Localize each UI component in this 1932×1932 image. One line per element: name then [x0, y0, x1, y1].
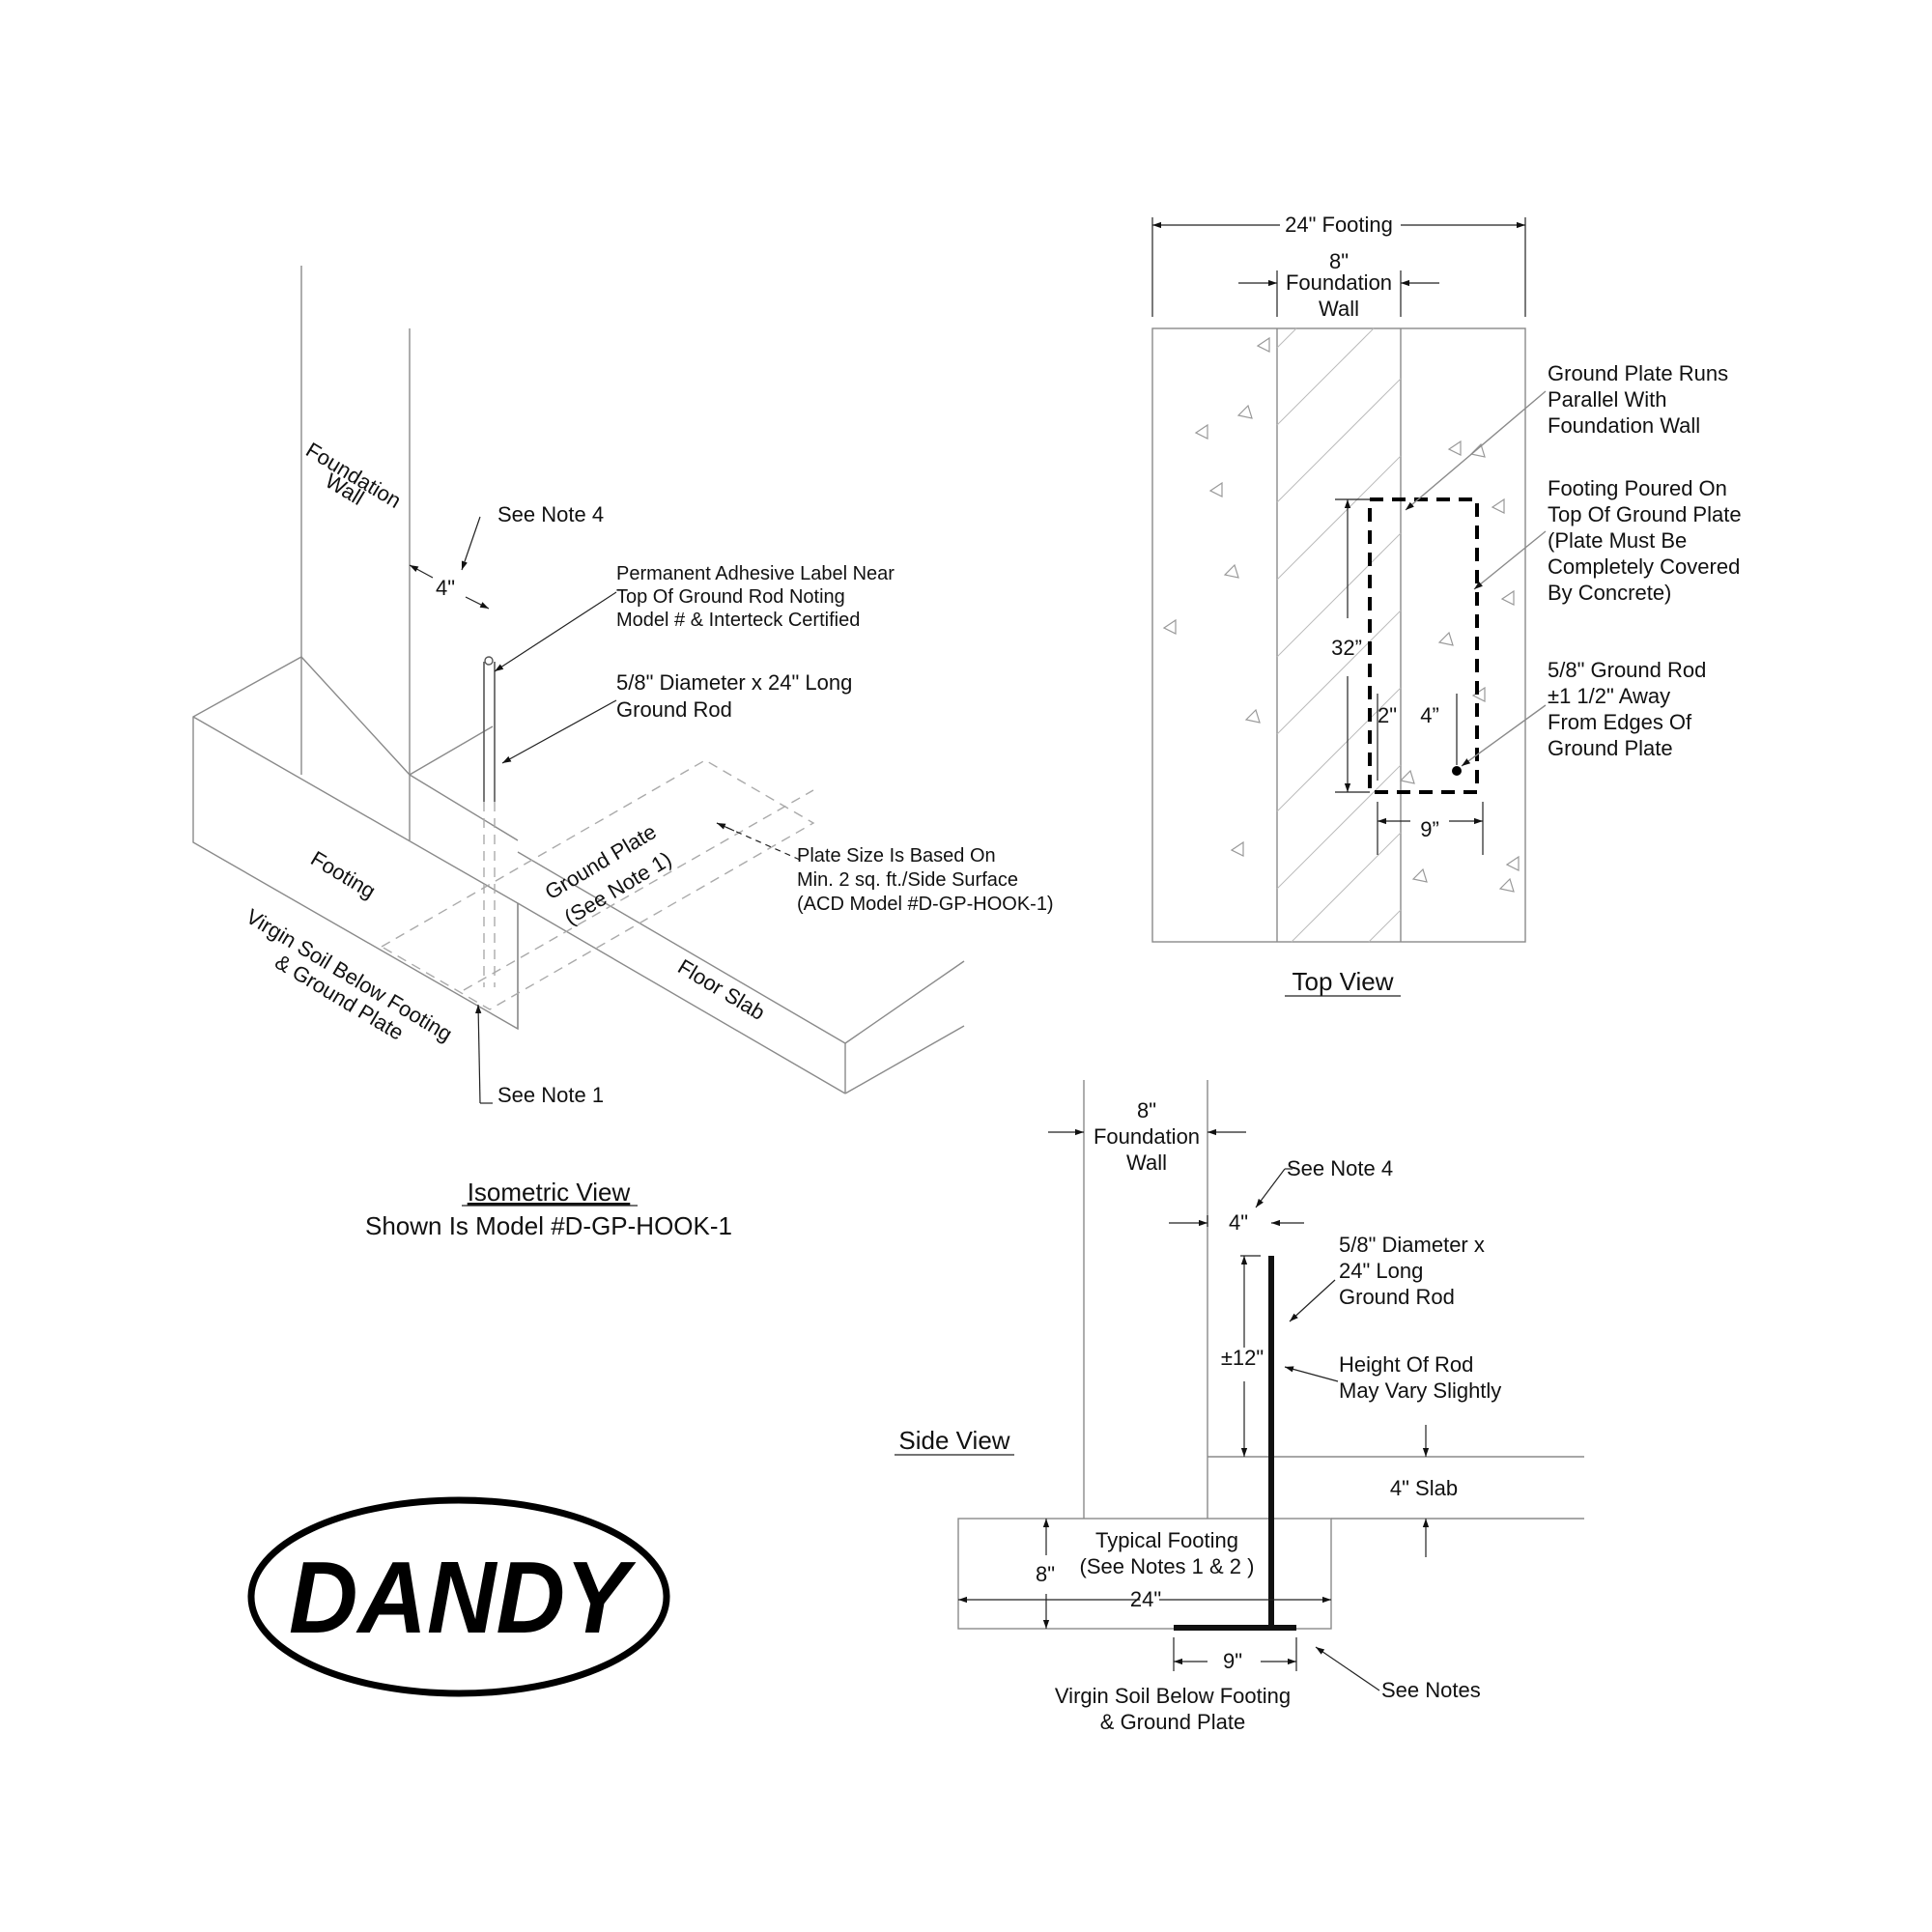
- top-runs-3: Foundation Wall: [1548, 413, 1700, 438]
- top-rod-3: From Edges Of: [1548, 710, 1692, 734]
- top-rod-4: Ground Plate: [1548, 736, 1673, 760]
- side-dimensions: [958, 1128, 1430, 1671]
- iso-footing-label: Footing: [306, 846, 380, 903]
- logo-ellipse: [247, 1496, 670, 1697]
- side-wall-wall-label: Wall: [1126, 1151, 1167, 1175]
- side-leaders: [1255, 1168, 1380, 1691]
- top-dim-4: 4”: [1420, 703, 1439, 727]
- top-ground-plate: [1368, 497, 1479, 794]
- top-dim-32: 32”: [1331, 636, 1362, 660]
- iso-floor-slab: [409, 725, 965, 1094]
- top-poured-5: By Concrete): [1548, 581, 1671, 605]
- iso-rod-label-2: Ground Rod: [616, 697, 732, 722]
- side-footing-1: Typical Footing: [1095, 1528, 1238, 1552]
- iso-label-note-2: Top Of Ground Rod Noting: [616, 586, 845, 608]
- top-ground-rod-dot: [1452, 766, 1462, 776]
- top-runs-1: Ground Plate Runs: [1548, 361, 1728, 385]
- side-height-1: Height Of Rod: [1339, 1352, 1473, 1377]
- top-runs-2: Parallel With: [1548, 387, 1666, 412]
- side-rod-3: Ground Rod: [1339, 1285, 1455, 1309]
- iso-see-note-1: See Note 1: [497, 1083, 604, 1107]
- iso-rod-label-1: 5/8" Diameter x 24" Long: [616, 670, 852, 695]
- top-dim-9: 9”: [1420, 817, 1439, 841]
- iso-foundation-wall: [300, 266, 411, 840]
- side-labels: 8" Foundation Wall See Note 4 4" 5/8" Di…: [1036, 1098, 1501, 1734]
- side-wall-8-label: 8": [1137, 1098, 1156, 1122]
- iso-plate-size-1: Plate Size Is Based On: [797, 845, 996, 867]
- side-view-title: Side View: [898, 1426, 1009, 1455]
- iso-label-note-1: Permanent Adhesive Label Near: [616, 563, 895, 584]
- side-wall-foundation-label: Foundation: [1094, 1124, 1200, 1149]
- side-dim-12: ±12": [1221, 1346, 1264, 1370]
- side-rod-1: 5/8" Diameter x: [1339, 1233, 1485, 1257]
- isometric-view: Foundation Wall See Note 4 4" Permanent …: [192, 266, 1054, 1240]
- top-wall-foundation-label: Foundation: [1286, 270, 1392, 295]
- iso-ground-plate: [380, 759, 815, 1010]
- top-wall-hatch: [1276, 327, 1402, 943]
- top-leaders: [1405, 390, 1547, 767]
- iso-dim-4in: 4": [436, 576, 455, 600]
- side-soil-1: Virgin Soil Below Footing: [1055, 1684, 1291, 1708]
- top-dim-2: 2": [1378, 703, 1397, 727]
- side-rod-2: 24" Long: [1339, 1259, 1423, 1283]
- side-footing-outline: [957, 1518, 1332, 1630]
- iso-see-note-4: See Note 4: [497, 502, 604, 526]
- side-slab-label: 4" Slab: [1390, 1476, 1458, 1500]
- side-dim-24: 24": [1130, 1587, 1161, 1611]
- logo-text: DANDY: [289, 1541, 637, 1655]
- top-view: 24" Footing 8" Foundation Wall Ground Pl…: [1151, 213, 1742, 997]
- top-footing-outline: [1151, 327, 1526, 943]
- iso-label-note-3: Model # & Interteck Certified: [616, 610, 860, 631]
- top-footing-24-label: 24" Footing: [1285, 213, 1393, 237]
- side-dim-8: 8": [1036, 1562, 1055, 1586]
- iso-plate-size-3: (ACD Model #D-GP-HOOK-1): [797, 894, 1054, 915]
- side-footing-2: (See Notes 1 & 2 ): [1080, 1554, 1255, 1578]
- side-dim-9: 9": [1223, 1649, 1242, 1673]
- side-see-notes: See Notes: [1381, 1678, 1481, 1702]
- top-aggregate-marks: [1162, 336, 1520, 893]
- top-dimensions: [1151, 217, 1526, 855]
- iso-leaders: [409, 516, 801, 1104]
- top-labels: 24" Footing 8" Foundation Wall Ground Pl…: [1285, 213, 1741, 841]
- dandy-logo: DANDY: [247, 1496, 670, 1697]
- iso-plate-size-2: Min. 2 sq. ft./Side Surface: [797, 869, 1018, 891]
- iso-floor-slab-label: Floor Slab: [673, 954, 769, 1025]
- top-wall-8-label: 8": [1329, 249, 1349, 273]
- iso-view-title: Isometric View: [468, 1178, 631, 1207]
- side-view: 8" Foundation Wall See Note 4 4" 5/8" Di…: [895, 1080, 1584, 1734]
- iso-ground-rod: [483, 656, 496, 987]
- top-poured-4: Completely Covered: [1548, 554, 1740, 579]
- top-poured-2: Top Of Ground Plate: [1548, 502, 1742, 526]
- side-dim-4: 4": [1229, 1210, 1248, 1235]
- side-height-2: May Vary Slightly: [1339, 1378, 1501, 1403]
- top-view-title: Top View: [1292, 967, 1393, 996]
- top-rod-1: 5/8" Ground Rod: [1548, 658, 1706, 682]
- top-rod-2: ±1 1/2" Away: [1548, 684, 1670, 708]
- iso-footing: [192, 656, 519, 1031]
- iso-labels: Foundation Wall See Note 4 4" Permanent …: [242, 438, 1053, 1107]
- top-poured-1: Footing Poured On: [1548, 476, 1727, 500]
- top-poured-3: (Plate Must Be: [1548, 528, 1687, 553]
- side-see-note-4: See Note 4: [1287, 1156, 1393, 1180]
- side-soil-2: & Ground Plate: [1100, 1710, 1245, 1734]
- iso-view-subtitle: Shown Is Model #D-GP-HOOK-1: [365, 1211, 732, 1240]
- top-wall-wall-label: Wall: [1319, 297, 1359, 321]
